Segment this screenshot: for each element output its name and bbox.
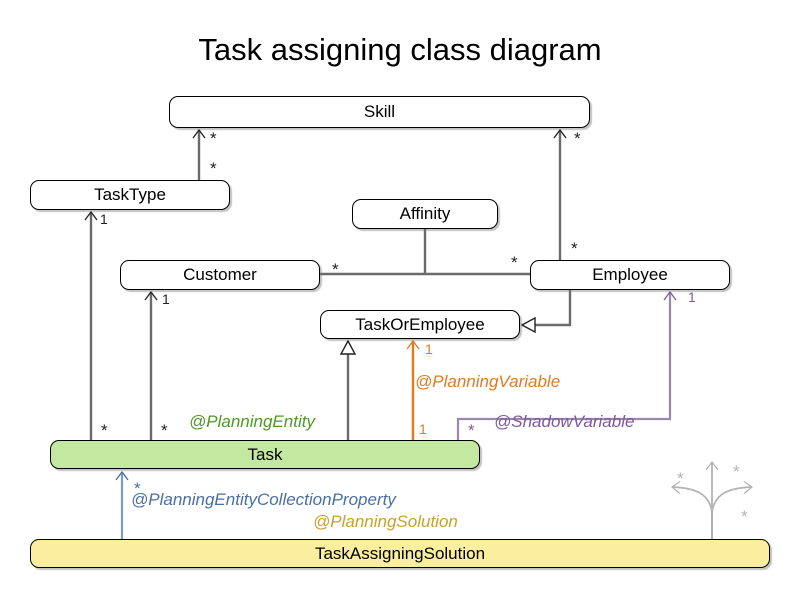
- multiplicity-taskoremp-from-task: 1: [425, 341, 433, 357]
- multiplicity-customer-to-employee: *: [332, 260, 339, 279]
- class-box-affinity[interactable]: Affinity: [352, 199, 498, 229]
- class-name-solution: TaskAssigningSolution: [314, 543, 486, 563]
- class-name-customer: Customer: [183, 265, 257, 284]
- multiplicity-employee-to-customer: *: [511, 253, 518, 272]
- class-name-affinity: Affinity: [399, 204, 451, 223]
- multiplicity-task-shadow-star: *: [468, 421, 475, 440]
- class-box-solution[interactable]: TaskAssigningSolution: [30, 539, 770, 568]
- multiplicity-task-to-tasktype: *: [101, 421, 108, 440]
- class-box-task[interactable]: Task: [50, 440, 480, 469]
- class-box-tasktype[interactable]: TaskType: [30, 180, 230, 210]
- class-box-customer[interactable]: Customer: [120, 260, 320, 290]
- annotation-planning-entity: @PlanningEntity: [189, 412, 315, 431]
- multiplicity-employee-shadow-one: 1: [688, 289, 696, 305]
- class-name-taskoremp: TaskOrEmployee: [355, 314, 485, 334]
- class-name-tasktype: TaskType: [94, 185, 166, 204]
- class-box-skill[interactable]: Skill: [169, 96, 590, 128]
- multiplicity-skill-from-employee: *: [574, 129, 581, 148]
- class-box-taskoremp[interactable]: TaskOrEmployee: [320, 310, 520, 339]
- multiplicity-trident-right: *: [741, 507, 748, 526]
- multiplicity-task-to-customer: *: [161, 421, 168, 440]
- annotation-planning-solution: @PlanningSolution: [313, 512, 458, 531]
- class-name-employee: Employee: [592, 265, 668, 284]
- annotation-shadow-variable: @ShadowVariable: [494, 412, 635, 431]
- page-title: Task assigning class diagram: [198, 32, 602, 67]
- edge-employee-taskoremployee: [522, 290, 572, 325]
- multiplicity-trident-left: *: [677, 469, 684, 488]
- class-box-employee[interactable]: Employee: [530, 260, 730, 290]
- multiplicity-employee-from-skill: *: [571, 239, 578, 258]
- multiplicity-tasktype-from-task: 1: [100, 211, 108, 227]
- edge-trident-left: [671, 480, 713, 513]
- class-name-task: Task: [247, 444, 283, 464]
- multiplicity-customer-from-task: 1: [162, 291, 170, 307]
- multiplicity-skill-from-tasktype-upper: *: [210, 129, 217, 148]
- annotation-planning-variable: @PlanningVariable: [415, 372, 561, 391]
- multiplicity-task-planning-variable: 1: [419, 421, 427, 437]
- multiplicity-skill-from-tasktype-lower: *: [210, 159, 217, 178]
- annotation-collection-property: @PlanningEntityCollectionProperty: [131, 490, 396, 509]
- class-name-skill: Skill: [363, 102, 396, 121]
- multiplicity-solution-to-task: *: [134, 479, 141, 498]
- multiplicity-trident-up: *: [733, 462, 740, 481]
